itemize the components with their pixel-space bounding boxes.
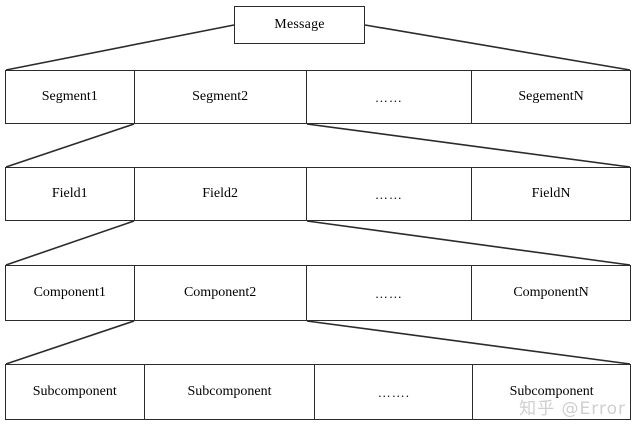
- field-cell-n-label: FieldN: [531, 186, 571, 201]
- subcomponent-row: Subcomponent Subcomponent ……. Subcompone…: [5, 364, 631, 420]
- subcomponent-cell-2-label: Subcomponent: [187, 384, 272, 399]
- field-cell-1-label: Field1: [51, 186, 88, 201]
- connector-message-left: [5, 24, 235, 71]
- component-cell-ellipsis-label: ……: [374, 285, 403, 301]
- subcomponent-cell-ellipsis-label: …….: [377, 384, 411, 400]
- component-cell-1: Component1: [6, 266, 135, 320]
- field-cell-ellipsis-label: ……: [374, 186, 403, 202]
- segment-cell-2-label: Segment2: [192, 89, 249, 104]
- message-node-label: Message: [274, 17, 325, 32]
- connector-segment-right: [306, 123, 631, 168]
- field-row: Field1 Field2 …… FieldN: [5, 167, 631, 221]
- segment-cell-n-label: SegementN: [518, 89, 584, 104]
- segment-cell-n: SegementN: [472, 71, 630, 123]
- subcomponent-cell-n: Subcomponent: [473, 365, 630, 419]
- component-row: Component1 Component2 …… ComponentN: [5, 265, 631, 321]
- subcomponent-cell-1: Subcomponent: [6, 365, 145, 419]
- subcomponent-cell-ellipsis: …….: [315, 365, 474, 419]
- component-cell-n-label: ComponentN: [513, 285, 589, 300]
- subcomponent-cell-n-label: Subcomponent: [509, 384, 594, 399]
- field-cell-n: FieldN: [472, 168, 630, 220]
- segment-cell-ellipsis: ……: [307, 71, 473, 123]
- connector-field-left: [5, 220, 135, 266]
- field-cell-ellipsis: ……: [307, 168, 473, 220]
- segment-cell-1-label: Segment1: [41, 89, 98, 104]
- subcomponent-cell-1-label: Subcomponent: [32, 384, 117, 399]
- segment-cell-1: Segment1: [6, 71, 135, 123]
- message-node: Message: [234, 6, 365, 44]
- field-cell-2-label: Field2: [202, 186, 239, 201]
- segment-row: Segment1 Segment2 …… SegementN: [5, 70, 631, 124]
- watermark: 知乎 @Error: [519, 399, 626, 419]
- component-cell-2-label: Component2: [183, 285, 257, 300]
- component-cell-2: Component2: [135, 266, 307, 320]
- connector-component-right: [306, 320, 631, 365]
- field-cell-2: Field2: [135, 168, 307, 220]
- segment-cell-ellipsis-label: ……: [374, 89, 403, 105]
- connector-component-left: [5, 320, 135, 365]
- subcomponent-cell-2: Subcomponent: [145, 365, 316, 419]
- connector-field-right: [306, 220, 631, 266]
- connector-message-right: [364, 24, 631, 71]
- component-cell-ellipsis: ……: [307, 266, 473, 320]
- segment-cell-2: Segment2: [135, 71, 307, 123]
- connector-segment-left: [5, 123, 135, 168]
- component-cell-1-label: Component1: [33, 285, 106, 300]
- component-cell-n: ComponentN: [472, 266, 630, 320]
- field-cell-1: Field1: [6, 168, 135, 220]
